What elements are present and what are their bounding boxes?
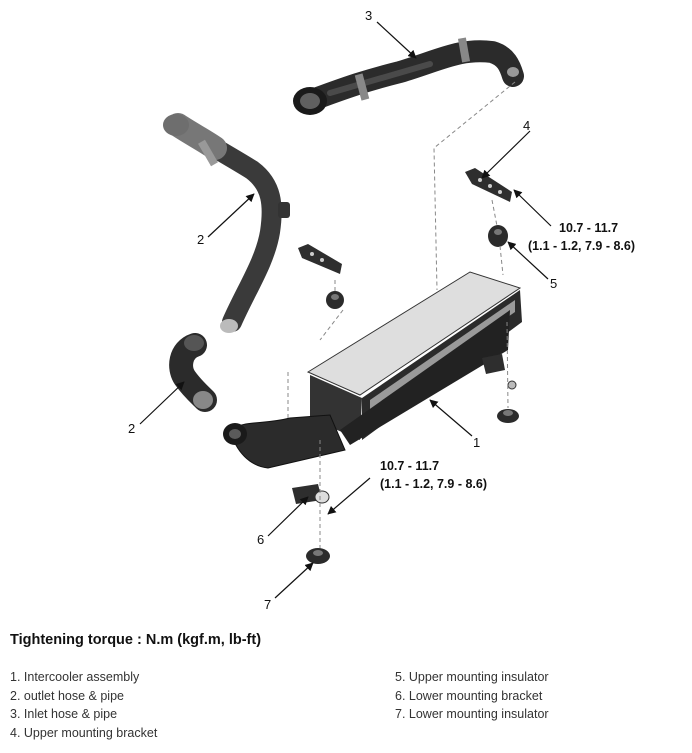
parts-legend-left: 1. Intercooler assembly 2. outlet hose &… bbox=[10, 668, 157, 742]
callout-3: 3 bbox=[365, 8, 372, 23]
legend-item: 1. Intercooler assembly bbox=[10, 670, 140, 684]
callout-2-lower: 2 bbox=[128, 421, 135, 436]
callout-6: 6 bbox=[257, 532, 264, 547]
callout-2-upper: 2 bbox=[197, 232, 204, 247]
intercooler-assembly-part bbox=[223, 271, 522, 469]
parts-legend-right: 5. Upper mounting insulator 6. Lower mou… bbox=[395, 668, 549, 724]
torque-lower-nm: 10.7 - 11.7 bbox=[380, 459, 439, 473]
torque-lower-kgf-lbft: (1.1 - 1.2, 7.9 - 8.6) bbox=[380, 477, 487, 491]
callout-7: 7 bbox=[264, 597, 271, 612]
callout-4: 4 bbox=[523, 118, 530, 133]
upper-mounting-insulator-part bbox=[326, 225, 508, 309]
inlet-hose-pipe-part bbox=[293, 37, 524, 115]
legend-item: 5. Upper mounting insulator bbox=[395, 670, 549, 684]
callout-5: 5 bbox=[550, 276, 557, 291]
outlet-hose-pipe-lower-part bbox=[169, 333, 217, 412]
assembly-guide-lines bbox=[287, 81, 516, 548]
legend-item: 2. outlet hose & pipe bbox=[10, 688, 124, 703]
torque-upper-nm: 10.7 - 11.7 bbox=[559, 221, 618, 235]
lower-mounting-insulator-part bbox=[306, 409, 519, 564]
exploded-parts-diagram: 3 4 2 5 2 1 6 7 10.7 - 11.7 (1.1 - 1.2, … bbox=[128, 8, 635, 612]
torque-units-caption: Tightening torque : N.m (kgf.m, lb-ft) bbox=[10, 632, 262, 648]
outlet-hose-pipe-upper-part bbox=[163, 113, 290, 333]
leader-lines bbox=[139, 21, 552, 599]
callout-1: 1 bbox=[473, 435, 480, 450]
torque-upper-kgf-lbft: (1.1 - 1.2, 7.9 - 8.6) bbox=[528, 239, 635, 253]
legend-item: 7. Lower mounting insulator bbox=[395, 707, 549, 721]
legend-item: 4. Upper mounting bracket bbox=[10, 725, 158, 740]
legend-item: 3. Inlet hose & pipe bbox=[10, 707, 118, 721]
legend-item: 6. Lower mounting bracket bbox=[395, 688, 543, 703]
upper-mounting-bracket-part bbox=[298, 168, 512, 274]
